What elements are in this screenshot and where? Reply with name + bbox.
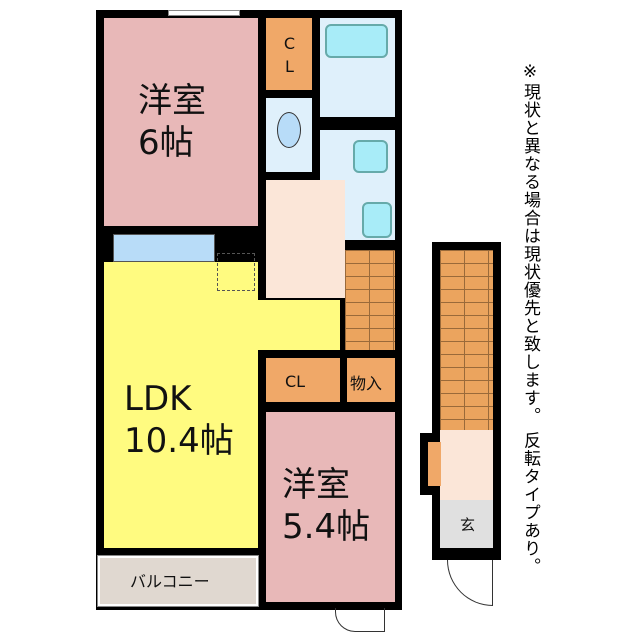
room-size: 10.4帖 [124, 421, 234, 461]
kitchen-vent [217, 253, 255, 291]
room-ldk-label: LDK 10.4帖 [124, 378, 234, 462]
room-name: LDK [124, 379, 192, 419]
balcony [97, 555, 259, 607]
room-western-5-4-label: 洋室 5.4帖 [282, 464, 370, 548]
stairs-main [345, 250, 395, 350]
closet-bottom [266, 358, 340, 402]
room-name: 洋室 [282, 465, 350, 505]
storage-label: 物入 [350, 374, 383, 393]
entrance-door [447, 560, 493, 606]
balcony-door [335, 608, 385, 632]
room-size: 5.4帖 [282, 507, 371, 547]
room-western-6 [104, 18, 258, 226]
hallway [266, 180, 345, 298]
room-ldk [104, 262, 258, 548]
room-western-6-label: 洋室 6帖 [138, 80, 206, 164]
stairs-entrance [440, 250, 493, 430]
disclaimer-note: ※現状と異なる場合は現状優先と致します。 反転タイプあり。 [520, 62, 540, 576]
window-top [168, 10, 240, 16]
ldk-extension [250, 300, 340, 350]
room-name: 洋室 [138, 81, 206, 121]
entrance-label: 玄 [460, 516, 476, 534]
sink [362, 202, 392, 238]
room-size: 6帖 [138, 123, 194, 163]
shoe-box [428, 442, 441, 486]
closet-bottom-label: CL [285, 372, 306, 391]
bathtub [325, 24, 388, 58]
kitchen-counter [113, 234, 215, 262]
room-western-5-4 [266, 412, 395, 602]
closet-top-label: CL [280, 34, 299, 80]
entrance [440, 500, 493, 548]
toilet-icon [277, 112, 301, 148]
entrance-hall [440, 430, 493, 500]
closet-top [266, 18, 312, 90]
washing-machine [353, 140, 388, 173]
storage [347, 358, 395, 402]
balcony-label: バルコニー [130, 572, 210, 591]
